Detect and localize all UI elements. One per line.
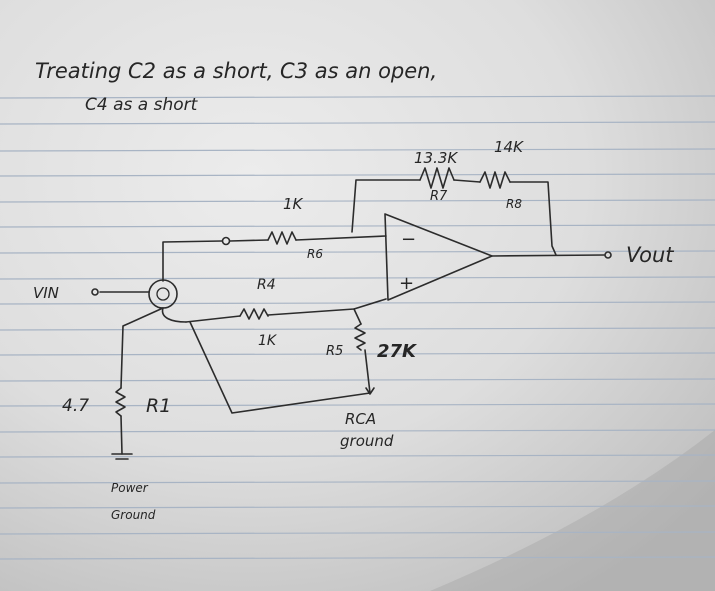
vin-label: VIN xyxy=(33,284,59,302)
power-ground-symbol xyxy=(111,453,133,460)
r7-name: R7 xyxy=(430,189,448,204)
opamp-minus-label: − xyxy=(401,229,416,250)
r8-name: R8 xyxy=(506,197,522,211)
r8-value: 14K xyxy=(494,138,524,156)
r4-name: R4 xyxy=(257,277,276,293)
output-wire xyxy=(491,254,605,257)
note-line-2: C4 as a short xyxy=(85,95,199,115)
vout-label: Vout xyxy=(626,243,674,267)
rca-ground-label-2: ground xyxy=(340,432,394,450)
power-ground-label-2: Ground xyxy=(111,508,156,522)
r1-branch: 4.7 R1 Power Ground xyxy=(62,307,171,522)
r5-name: R5 xyxy=(326,344,343,359)
r6-zigzag xyxy=(267,231,297,245)
r1-value: 4.7 xyxy=(62,396,89,416)
r5-zigzag xyxy=(354,323,366,351)
vout-terminal xyxy=(604,251,612,259)
shadow xyxy=(430,430,715,591)
ruled-lines xyxy=(0,95,715,560)
r6-name: R6 xyxy=(307,247,323,261)
r7-value: 13.3K xyxy=(414,149,458,167)
r7-zigzag xyxy=(419,167,455,189)
r8-zigzag xyxy=(479,171,511,189)
r4-value: 1K xyxy=(258,333,278,349)
r4-zigzag xyxy=(239,308,269,320)
opamp-plus-label: + xyxy=(399,273,414,294)
rca-ground-label-1: RCA xyxy=(345,410,376,428)
r1-name: R1 xyxy=(146,395,171,417)
r5-branch: R5 27K RCA ground xyxy=(189,308,418,450)
power-ground-label-1: Power xyxy=(111,481,149,495)
opamp: − + xyxy=(384,213,493,301)
r1-zigzag xyxy=(115,387,126,417)
r6-value: 1K xyxy=(283,195,304,213)
r6-branch: 1K R6 xyxy=(162,195,387,282)
r5-value: 27K xyxy=(377,341,418,362)
note-line-1: Treating C2 as a short, C3 as an open, xyxy=(35,59,437,83)
feedback-network: 13.3K R7 14K R8 xyxy=(351,138,557,256)
